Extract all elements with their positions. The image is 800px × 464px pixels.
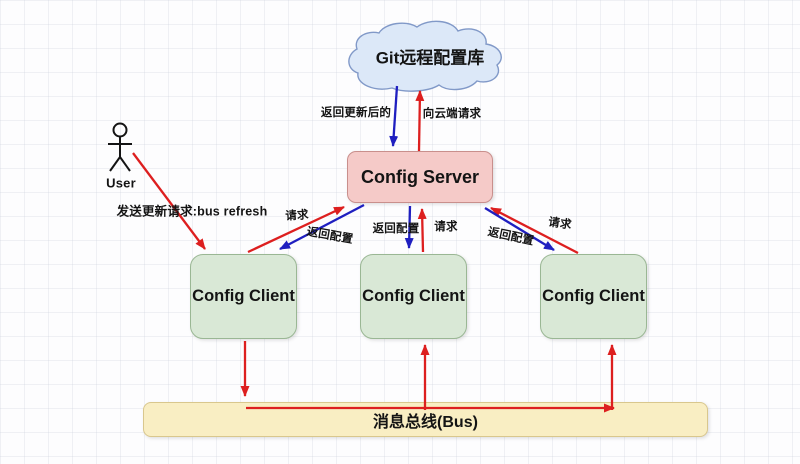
config-server-label: Config Server [360,166,480,187]
label-request-right: 请求 [547,216,573,232]
config-client-2-label: Config Client [362,287,465,305]
label-request-left: 请求 [284,209,310,223]
config-client-1-label: Config Client [192,287,295,305]
label-return-middle: 返回配置 [372,223,420,235]
label-send-refresh: 发送更新请求:bus refresh [116,204,268,219]
cloud-icon [348,20,502,92]
label-return-updated: 返回更新后的 [320,107,392,119]
config-client-3-label: Config Client [542,287,645,305]
config-client-1-node: Config Client [190,254,297,339]
config-client-3-node: Config Client [540,254,647,339]
label-request-middle: 请求 [434,221,458,233]
label-request-cloud: 向云端请求 [422,108,482,120]
config-client-2-node: Config Client [360,254,467,339]
git-repo-label: Git远程配置库 [375,48,485,68]
message-bus-label: 消息总线(Bus) [373,413,478,431]
message-bus-node: 消息总线(Bus) [143,402,708,437]
config-server-node: Config Server [347,151,493,203]
user-label: User [106,175,136,191]
